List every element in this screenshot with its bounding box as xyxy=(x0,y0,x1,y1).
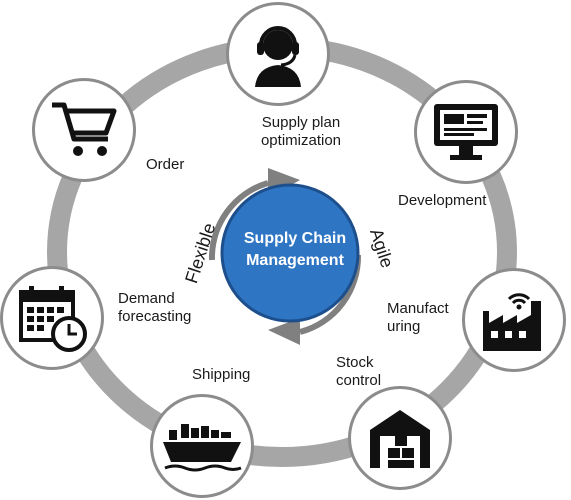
label-development: Development xyxy=(398,192,486,210)
label-supply-plan: Supply plan optimization xyxy=(238,114,364,150)
label-order: Order xyxy=(146,156,184,174)
agile-label: Agile xyxy=(366,226,397,270)
label-demand-forecasting-line2: forecasting xyxy=(118,308,192,325)
bottom-cycle-arrow xyxy=(268,318,300,345)
label-manufacturing: Manufact uring xyxy=(387,300,449,336)
label-demand-forecasting: Demand forecasting xyxy=(118,290,191,326)
label-development-line1: Development xyxy=(398,192,487,209)
shopping-cart-icon xyxy=(52,102,117,156)
node-supply-plan xyxy=(226,2,330,106)
label-supply-plan-line2: optimization xyxy=(260,132,342,149)
hub-title-line1: Supply Chain xyxy=(243,230,347,247)
label-demand-forecasting-line1: Demand xyxy=(118,290,175,307)
hub-title: Supply Chain Management xyxy=(225,228,365,271)
node-order xyxy=(32,78,136,182)
hub-title-line2: Management xyxy=(246,251,344,269)
monitor-icon xyxy=(434,104,498,160)
label-order-line1: Order xyxy=(146,156,185,173)
hub-circle xyxy=(220,183,360,323)
node-development xyxy=(414,80,518,184)
factory-wifi-icon xyxy=(483,293,541,351)
label-manufacturing-line1: Manufact xyxy=(387,300,449,317)
label-stock-control-line1: Stock xyxy=(336,354,374,371)
label-manufacturing-line2: uring xyxy=(387,318,421,335)
label-shipping-line1: Shipping xyxy=(192,366,251,383)
left-cycle-arc xyxy=(208,180,269,261)
node-manufacturing xyxy=(462,268,566,372)
headset-user-icon xyxy=(255,26,301,87)
label-stock-control-line2: control xyxy=(336,372,382,389)
node-stock-control xyxy=(348,386,452,490)
calendar-clock-icon xyxy=(19,286,87,352)
warehouse-icon xyxy=(370,410,430,468)
label-supply-plan-line1: Supply plan xyxy=(261,114,341,131)
label-stock-control: Stock control xyxy=(336,354,381,390)
cargo-ship-icon xyxy=(163,424,242,472)
node-shipping xyxy=(150,394,254,498)
label-shipping: Shipping xyxy=(192,366,250,384)
node-demand-forecasting xyxy=(0,266,104,370)
